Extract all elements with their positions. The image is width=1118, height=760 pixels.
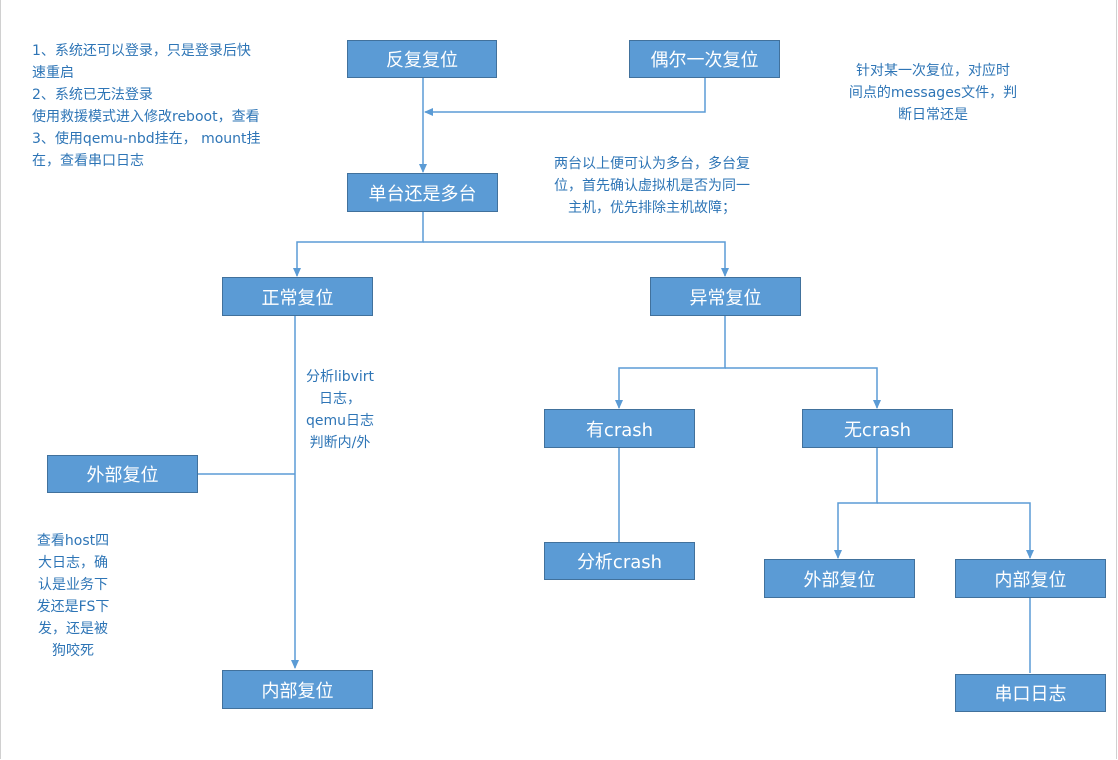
note-line: 速重启 xyxy=(32,65,74,81)
note-top-right: 针对某一次复位，对应时 间点的messages文件，判 断日常还是 xyxy=(838,60,1028,126)
node-normal-reset: 正常复位 xyxy=(222,277,373,316)
note-line: 发还是FS下 xyxy=(36,599,110,615)
note-line: 位，首先确认虚拟机是否为同一 xyxy=(554,178,750,194)
note-line: 3、使用qemu-nbd挂在， mount挂 xyxy=(32,131,261,147)
node-external-reset-left: 外部复位 xyxy=(47,455,198,493)
node-serial-log: 串口日志 xyxy=(955,674,1106,712)
note-libvirt: 分析libvirt 日志， qemu日志 判断内/外 xyxy=(300,366,380,454)
node-has-crash: 有crash xyxy=(544,409,695,448)
node-internal-reset-right: 内部复位 xyxy=(955,559,1106,598)
note-host-logs: 查看host四 大日志，确 认是业务下 发还是FS下 发，还是被 狗咬死 xyxy=(28,530,118,662)
note-line: 断日常还是 xyxy=(898,107,968,123)
note-line: 日志， xyxy=(319,391,361,407)
note-line: 1、系统还可以登录，只是登录后快 xyxy=(32,43,251,59)
note-line: qemu日志 xyxy=(305,413,374,429)
note-top-left: 1、系统还可以登录，只是登录后快 速重启 2、系统已无法登录 使用救援模式进入修… xyxy=(32,40,261,172)
note-line: 查看host四 xyxy=(36,533,110,549)
edge-single-to-abnormal xyxy=(423,241,729,277)
edge-single-split xyxy=(293,212,424,277)
note-line: 大日志，确 xyxy=(38,555,108,571)
node-external-reset-right: 外部复位 xyxy=(764,559,915,598)
note-line: 认是业务下 xyxy=(38,577,108,593)
note-line: 发，还是被 xyxy=(38,621,108,637)
node-single-or-multi: 单台还是多台 xyxy=(347,173,498,212)
node-occasional-reset: 偶尔一次复位 xyxy=(629,40,780,78)
node-no-crash: 无crash xyxy=(802,409,953,448)
note-line: 分析libvirt xyxy=(305,369,375,385)
note-line: 两台以上便可认为多台，多台复 xyxy=(554,156,750,172)
note-line: 在，查看串口日志 xyxy=(32,153,144,169)
node-abnormal-reset: 异常复位 xyxy=(650,277,801,316)
note-line: 主机，优先排除主机故障； xyxy=(568,200,736,216)
edge-occasional-to-merge xyxy=(424,78,706,116)
note-line: 狗咬死 xyxy=(52,643,94,659)
edge-nocrash-split xyxy=(834,448,878,559)
node-analyze-crash: 分析crash xyxy=(544,542,695,580)
note-line: 使用救援模式进入修改reboot，查看 xyxy=(32,109,260,125)
edge-abnormal-to-nocrash xyxy=(725,367,881,409)
edge-nocrash-to-internal xyxy=(877,502,1034,559)
node-repeat-reset: 反复复位 xyxy=(347,40,497,78)
note-line: 判断内/外 xyxy=(309,435,371,451)
note-line: 2、系统已无法登录 xyxy=(32,87,153,103)
note-line: 针对某一次复位，对应时 xyxy=(856,63,1010,79)
note-multi-host: 两台以上便可认为多台，多台复 位，首先确认虚拟机是否为同一 主机，优先排除主机故… xyxy=(542,153,762,219)
node-internal-reset-left: 内部复位 xyxy=(222,670,373,709)
edge-abnormal-split xyxy=(615,316,726,409)
note-line: 间点的messages文件，判 xyxy=(848,85,1018,101)
